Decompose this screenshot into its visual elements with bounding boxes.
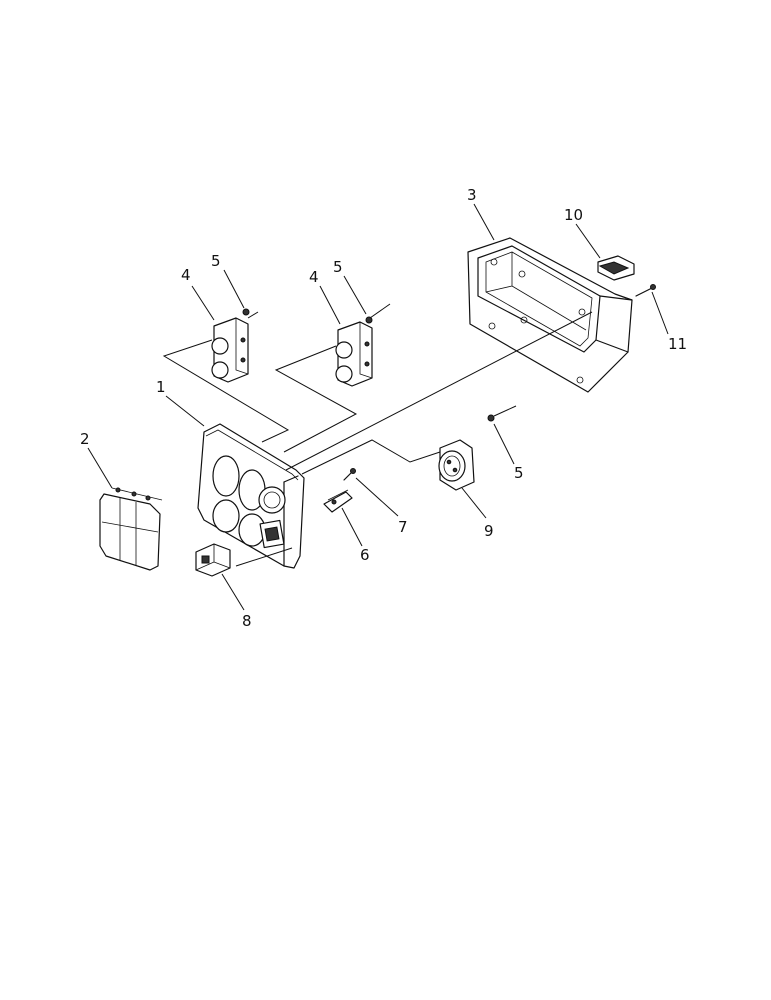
callout-2: 2 xyxy=(80,430,90,448)
screw-11 xyxy=(635,284,656,297)
callout-10: 10 xyxy=(564,206,583,224)
control-panel-faceplate xyxy=(197,423,305,569)
callout-7: 7 xyxy=(398,518,408,536)
callout-3: 3 xyxy=(467,186,477,204)
callout-6: 6 xyxy=(360,546,370,564)
assembly-lines xyxy=(162,303,593,567)
callout-numbers: 3 10 11 5 4 5 4 1 2 5 7 6 9 8 xyxy=(80,186,687,630)
callout-9: 9 xyxy=(484,522,494,540)
breaker-switch xyxy=(195,543,231,577)
switch-holder xyxy=(597,255,635,281)
nut-middle xyxy=(365,316,373,324)
screw-7 xyxy=(343,468,356,481)
callout-5-middle: 5 xyxy=(333,258,343,276)
callout-1: 1 xyxy=(156,378,166,396)
enclosure-box xyxy=(467,237,633,393)
callout-11: 11 xyxy=(668,335,687,353)
nut-left xyxy=(242,308,250,316)
callout-4-middle: 4 xyxy=(309,268,319,286)
callout-8: 8 xyxy=(242,612,252,630)
duplex-receptacle-left xyxy=(211,317,249,383)
nut-right xyxy=(487,414,495,422)
plug-fuse xyxy=(323,489,353,513)
callout-5-left: 5 xyxy=(211,252,221,270)
callout-4-left: 4 xyxy=(181,266,191,284)
outlet-covers xyxy=(99,487,163,571)
duplex-receptacle-middle xyxy=(335,321,373,387)
callout-5-right: 5 xyxy=(514,464,524,482)
callout-leaders xyxy=(87,203,669,611)
twist-lock-receptacle xyxy=(438,439,475,491)
